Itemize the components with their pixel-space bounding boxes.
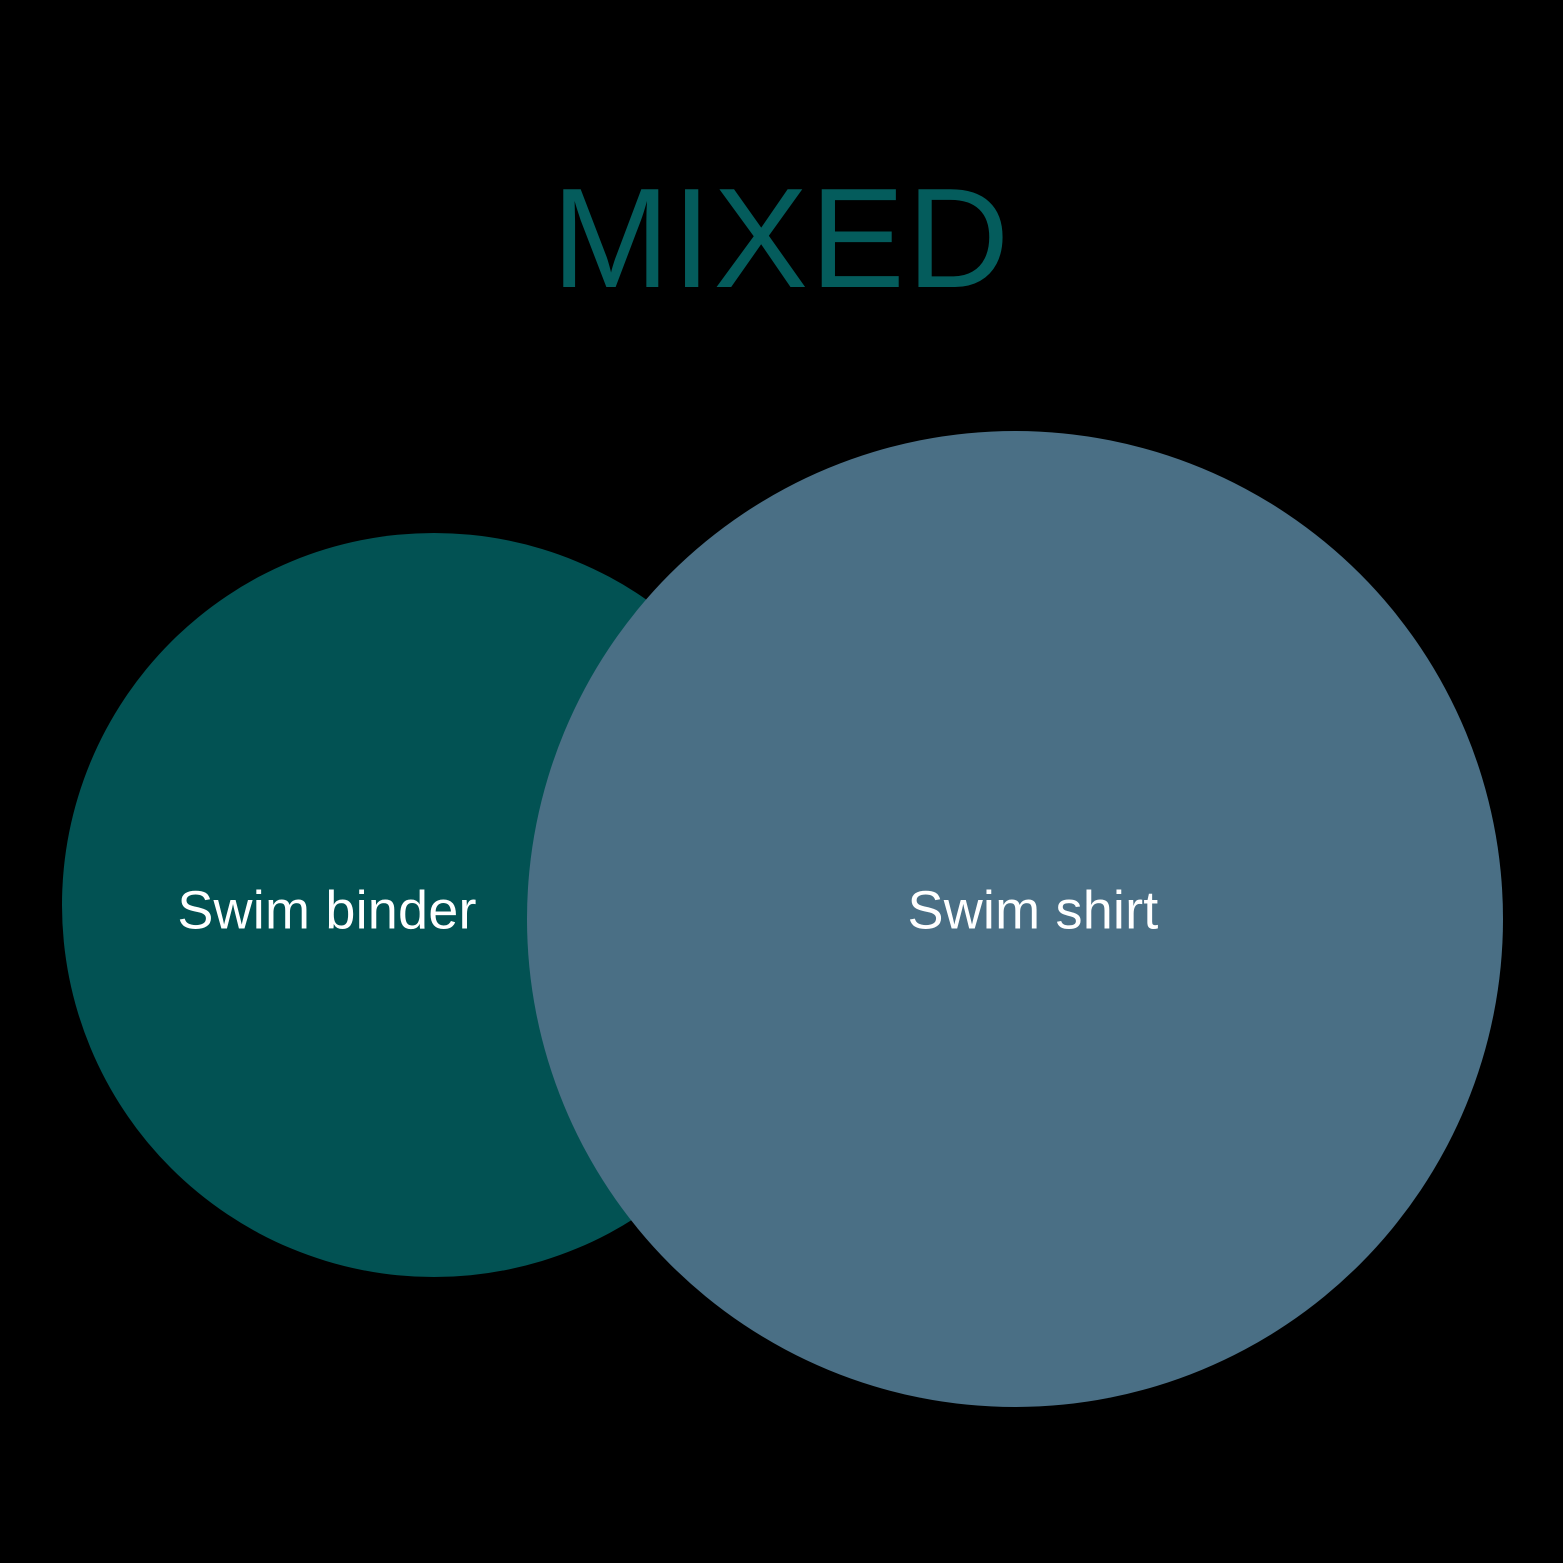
venn-label-swim-binder: Swim binder bbox=[177, 880, 477, 941]
venn-label-swim-shirt: Swim shirt bbox=[907, 880, 1159, 941]
figure-title: MIXED bbox=[551, 159, 1012, 318]
venn-circle-swim-shirt[interactable] bbox=[527, 431, 1503, 1407]
